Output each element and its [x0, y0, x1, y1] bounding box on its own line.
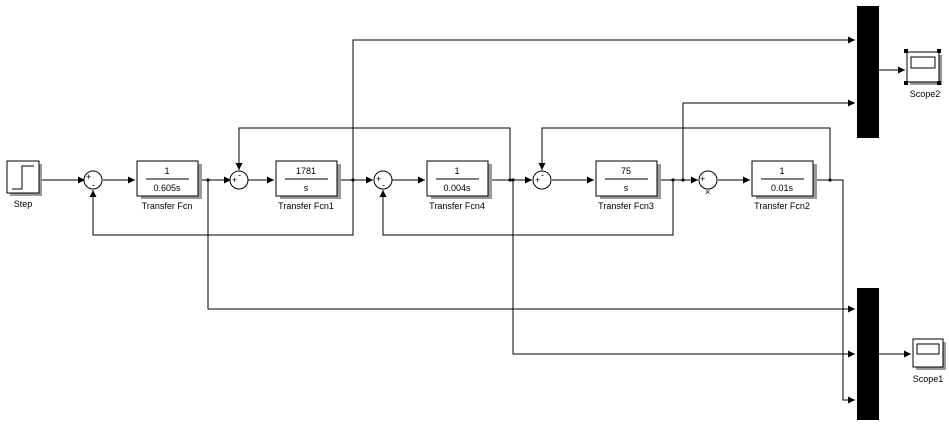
tf1-label: Transfer Fcn1	[278, 201, 334, 211]
sum-sign-plus: +	[232, 175, 237, 185]
tf-label: Transfer Fcn	[142, 201, 193, 211]
step-block[interactable]: Step	[6, 160, 42, 209]
tf4-denominator: 0.004s	[443, 183, 471, 193]
scope1-block[interactable]: Scope1	[912, 338, 946, 384]
tf1-denominator: s	[304, 183, 309, 193]
tf4-numerator: 1	[454, 166, 459, 176]
sum-block-2[interactable]: + -	[229, 170, 249, 190]
wire-tf2-mux1-in4[interactable]	[814, 179, 855, 404]
transfer-fcn-block[interactable]: 1 0.605s Transfer Fcn	[136, 160, 202, 211]
transfer-fcn3-block[interactable]: 75 s Transfer Fcn3	[595, 160, 661, 211]
branch-point	[206, 178, 210, 182]
tf1-numerator: 1781	[296, 166, 316, 176]
tf-numerator: 1	[164, 166, 169, 176]
step-icon	[12, 165, 34, 190]
transfer-fcn1-block[interactable]: 1781 s Transfer Fcn1	[275, 160, 341, 211]
sum-block-5[interactable]: + ×	[698, 170, 718, 197]
branch-point	[681, 178, 685, 182]
sum-block-1[interactable]: + -	[83, 170, 103, 190]
sum-sign-plus: +	[86, 172, 91, 182]
scope-screen-icon	[916, 343, 940, 355]
sum-sign-minus: -	[541, 170, 544, 180]
tf3-denominator: s	[624, 183, 629, 193]
wire-feedback-sum2[interactable]	[235, 127, 511, 180]
tf3-label: Transfer Fcn3	[598, 201, 654, 211]
branch-point	[671, 178, 675, 182]
tf3-numerator: 75	[621, 166, 631, 176]
sum-sign-minus: -	[92, 180, 95, 190]
sum-sign-plus: +	[376, 174, 381, 184]
branch-point	[351, 178, 355, 182]
sum-sign-cross: ×	[705, 187, 710, 197]
step-label: Step	[14, 199, 33, 209]
sum-sign-minus: -	[382, 180, 385, 190]
mux-block-top[interactable]	[857, 6, 879, 138]
wire-mux1-in3[interactable]	[512, 180, 855, 358]
scope2-block[interactable]: Scope2	[904, 49, 942, 99]
transfer-fcn2-block[interactable]: 1 0.01s Transfer Fcn2	[751, 160, 817, 211]
tf2-denominator: 0.01s	[771, 183, 794, 193]
scope2-label: Scope2	[910, 89, 941, 99]
transfer-fcn4-block[interactable]: 1 0.004s Transfer Fcn4	[426, 160, 492, 211]
wire-feedback-sum3[interactable]	[379, 180, 674, 236]
scope1-label: Scope1	[913, 374, 944, 384]
sum-block-3[interactable]: + -	[373, 170, 393, 190]
wire-mux1-in2[interactable]	[207, 180, 855, 313]
branch-point	[511, 178, 515, 182]
branch-point	[508, 178, 512, 182]
tf4-label: Transfer Fcn4	[429, 201, 485, 211]
signal-lines	[42, 36, 911, 404]
sum-sign-minus: -	[238, 170, 241, 180]
wire-feedback-sum4[interactable]	[538, 127, 831, 180]
branch-point	[828, 178, 832, 182]
sum-block-4[interactable]: + -	[532, 170, 552, 190]
wire-feedback-sum1[interactable]	[89, 180, 354, 236]
tf2-label: Transfer Fcn2	[754, 201, 810, 211]
mux-block-bottom[interactable]	[857, 288, 879, 420]
scope-screen-icon	[910, 56, 936, 69]
wire-mux2-in2[interactable]	[682, 99, 855, 180]
wire-mux2-in1[interactable]	[352, 36, 855, 180]
sum-sign-plus: +	[535, 175, 540, 185]
tf2-numerator: 1	[779, 166, 784, 176]
sum-sign-plus: +	[700, 174, 705, 184]
tf-denominator: 0.605s	[153, 183, 181, 193]
